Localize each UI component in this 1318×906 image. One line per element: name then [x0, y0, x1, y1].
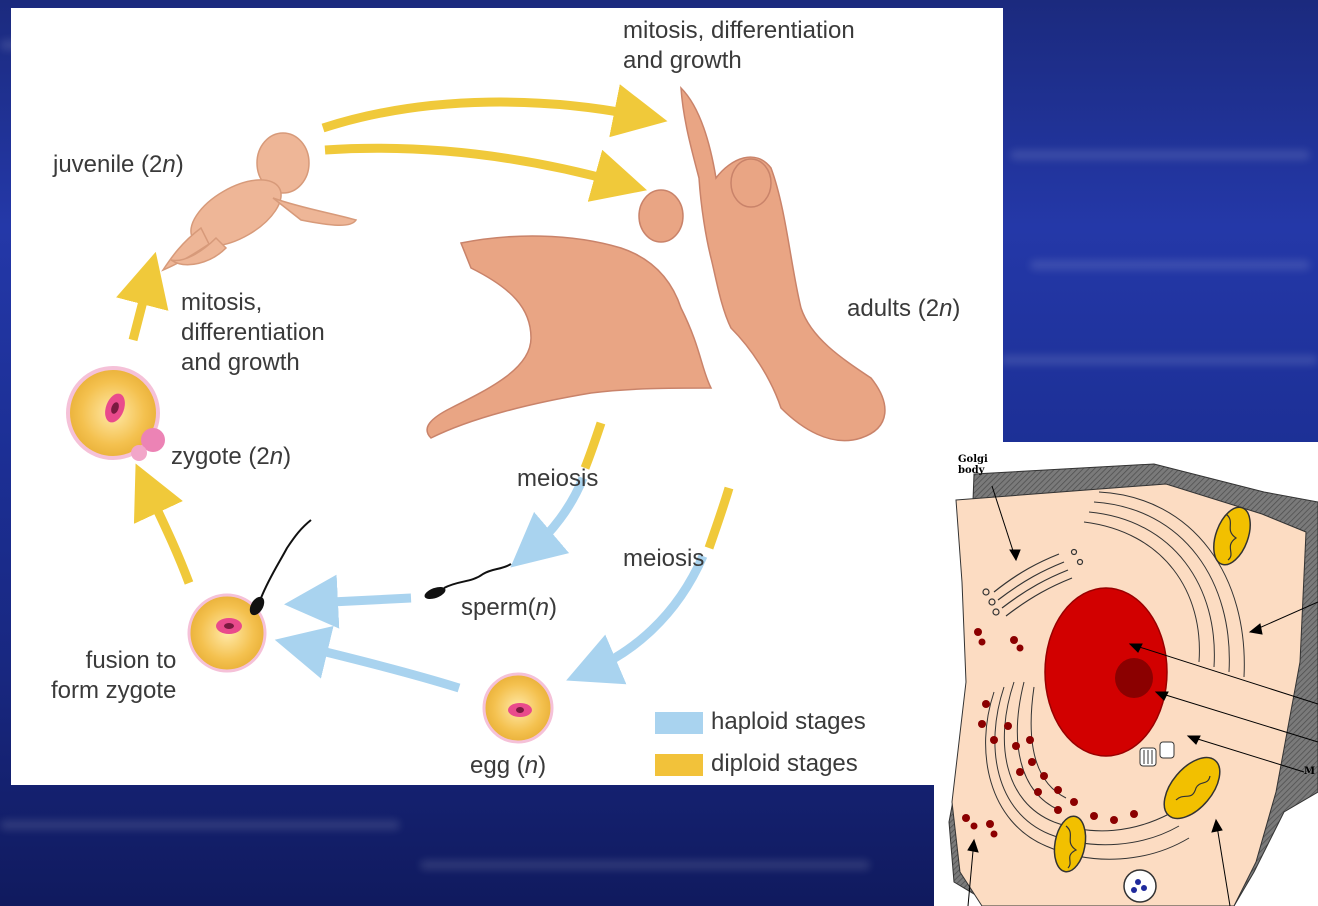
adult-figures: [427, 88, 885, 441]
legend-haploid-label: haploid stages: [711, 707, 866, 737]
label-zygote: zygote (2n): [171, 442, 291, 472]
legend-diploid-label: diploid stages: [711, 749, 858, 779]
arrow-egg-to-fusion: [301, 646, 459, 688]
background-streak: [1030, 260, 1310, 270]
egg-cell: [484, 674, 552, 742]
label-sperm: sperm(n): [461, 593, 557, 623]
background-streak: [420, 860, 870, 870]
label-golgi-body: Golgi body: [958, 454, 988, 476]
arrow-juvenile-to-adult-lower: [325, 148, 621, 183]
legend-diploid-swatch: [655, 754, 703, 776]
label-meiosis-male: meiosis: [517, 464, 598, 494]
label-meiosis-female: meiosis: [623, 544, 704, 574]
label-fusion: fusion to form zygote: [51, 646, 176, 706]
human-life-cycle-diagram: mitosis, differentiation and growth juve…: [11, 8, 1003, 785]
arrow-sperm-to-fusion: [311, 598, 411, 603]
lysosome: [1124, 870, 1156, 902]
background-streak: [1010, 150, 1310, 160]
label-juvenile: juvenile (2n): [53, 150, 184, 180]
legend-haploid-swatch: [655, 712, 703, 734]
cell-artwork: [934, 442, 1318, 906]
background-streak: [1000, 355, 1318, 365]
arrow-juvenile-to-adult-upper: [323, 102, 641, 128]
arrow-zygote-to-juvenile: [133, 278, 149, 340]
label-mitosis-left: mitosis, differentiation and growth: [181, 288, 325, 378]
label-egg: egg (n): [470, 751, 546, 781]
zygote-cell: [68, 368, 165, 461]
nucleolus: [1115, 658, 1153, 698]
arrow-adult-to-meiosis-female: [709, 488, 729, 548]
background-streak: [0, 820, 400, 830]
animal-cell-diagram: Golgi body M: [934, 442, 1318, 906]
fusion-cell: [189, 520, 311, 671]
label-mitosis-top: mitosis, differentiation and growth: [623, 16, 855, 76]
arrow-adult-to-meiosis-male: [585, 423, 601, 468]
label-adults: adults (2n): [847, 294, 960, 324]
label-m: M: [1304, 766, 1315, 777]
arrow-fusion-to-zygote: [147, 488, 189, 583]
